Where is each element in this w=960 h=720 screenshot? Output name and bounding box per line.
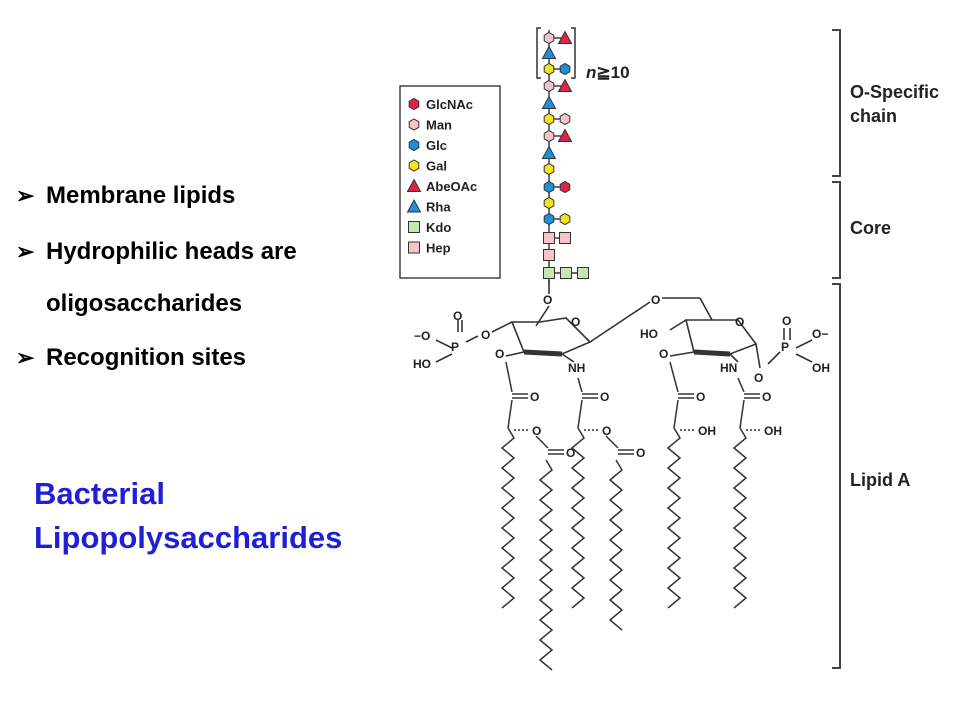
svg-text:NH: NH <box>568 361 585 375</box>
chemical-labels: −O P O HO O O O O NH O O HO O HN O P O O… <box>413 293 830 385</box>
gal-sugar-icon <box>543 62 555 76</box>
hep-sugar-icon <box>408 241 420 254</box>
abeoac-sugar-icon <box>557 30 573 44</box>
svg-text:HO: HO <box>640 327 658 341</box>
svg-text:O: O <box>782 314 791 328</box>
abeoac-sugar-icon <box>557 78 573 92</box>
svg-text:O: O <box>481 328 490 342</box>
svg-text:−O: −O <box>414 329 430 343</box>
abeoac-sugar-icon <box>557 128 573 142</box>
carbonyl-oxygen-label: O <box>636 446 645 460</box>
bullet-text: Membrane lipids <box>46 182 236 209</box>
glc-sugar-icon <box>559 62 571 76</box>
svg-text:P: P <box>781 340 789 354</box>
kdo-sugar-icon <box>543 267 555 279</box>
bullet-text: Recognition sites <box>46 344 247 371</box>
substituent-label: O <box>602 424 611 438</box>
gal-sugar-icon <box>543 162 555 176</box>
svg-text:O: O <box>659 347 668 361</box>
svg-text:P: P <box>451 340 459 354</box>
legend-label-glc: Glc <box>426 138 447 153</box>
bullet-arrow-icon: ➢ <box>16 345 35 370</box>
substituent-label: OH <box>698 424 716 438</box>
legend-label-abeoac: AbeOAc <box>426 179 477 194</box>
caption-line-1: Bacterial <box>34 476 165 511</box>
label-o-specific-chain: O-Specific <box>850 82 939 102</box>
repeat-unit-bracket: n≧10 <box>536 27 630 82</box>
gal-sugar-icon <box>559 212 571 226</box>
svg-text:O−: O− <box>812 327 828 341</box>
svg-text:O: O <box>735 315 744 329</box>
glc-sugar-icon <box>543 180 555 194</box>
glcnac-sugar-icon <box>559 180 571 194</box>
man-sugar-icon <box>543 79 555 93</box>
glc-sugar-icon <box>408 138 420 152</box>
bullet-text-continued: oligosaccharides <box>46 290 243 317</box>
kdo-sugar-icon <box>560 267 572 279</box>
gal-sugar-icon <box>408 159 420 172</box>
svg-text:OH: OH <box>812 361 830 375</box>
label-lipid-a: Lipid A <box>850 470 910 490</box>
abeoac-sugar-icon <box>406 178 422 192</box>
glc-sugar-icon <box>543 212 555 226</box>
rha-sugar-icon <box>406 198 422 213</box>
legend-label-gal: Gal <box>426 159 447 174</box>
svg-text:O: O <box>754 371 763 385</box>
legend-label-glcnac: GlcNAc <box>426 97 473 112</box>
legend-label-rha: Rha <box>426 200 451 215</box>
svg-text:HN: HN <box>720 361 737 375</box>
legend-label-man: Man <box>426 118 452 133</box>
bullet-text: Hydrophilic heads are <box>46 238 297 265</box>
man-sugar-icon <box>543 31 555 45</box>
bullet-membrane-lipids: ➢ Membrane lipids <box>16 178 396 214</box>
substituent-label: O <box>532 424 541 438</box>
carbonyl-oxygen-label: O <box>530 390 539 404</box>
man-sugar-icon <box>408 118 420 131</box>
bullet-arrow-icon: ➢ <box>16 239 35 264</box>
label-o-specific-chain-2: chain <box>850 106 897 126</box>
region-brackets <box>832 29 841 669</box>
lipid-a-structure <box>435 280 813 369</box>
bullet-recognition-sites: ➢ Recognition sites <box>16 340 396 376</box>
carbonyl-oxygen-label: O <box>600 390 609 404</box>
carbonyl-oxygen-label: O <box>762 390 771 404</box>
bullet-arrow-icon: ➢ <box>16 183 35 208</box>
legend-label-kdo: Kdo <box>426 220 451 235</box>
man-sugar-icon <box>559 112 571 126</box>
gal-sugar-icon <box>543 112 555 126</box>
legend-label-hep: Hep <box>426 241 451 256</box>
man-sugar-icon <box>543 129 555 143</box>
rha-sugar-icon <box>541 145 557 159</box>
hep-sugar-icon <box>543 232 555 244</box>
hep-sugar-icon <box>543 249 555 261</box>
label-core: Core <box>850 218 891 238</box>
svg-text:O: O <box>571 315 580 329</box>
svg-text:O: O <box>651 293 660 307</box>
hep-sugar-icon <box>559 232 571 244</box>
repeat-count-label: n≧10 <box>586 63 630 82</box>
carbonyl-oxygen-label: O <box>696 390 705 404</box>
svg-text:HO: HO <box>413 357 431 371</box>
bullet-hydrophilic-heads: ➢ Hydrophilic heads are oligosaccharides <box>16 234 396 322</box>
glcnac-sugar-icon <box>408 97 420 111</box>
svg-text:O: O <box>453 309 462 323</box>
svg-text:O: O <box>495 347 504 361</box>
bullet-list: ➢ Membrane lipids ➢ Hydrophilic heads ar… <box>16 178 396 396</box>
kdo-sugar-icon <box>408 221 420 233</box>
figure-caption: Bacterial Lipopolysaccharides <box>34 472 342 560</box>
kdo-sugar-icon <box>577 267 589 279</box>
rha-sugar-icon <box>541 45 557 59</box>
caption-line-2: Lipopolysaccharides <box>34 520 343 555</box>
carbonyl-oxygen-label: O <box>566 446 575 460</box>
rha-sugar-icon <box>541 95 557 109</box>
svg-text:O: O <box>543 293 552 307</box>
gal-sugar-icon <box>543 196 555 210</box>
oligosaccharide-chain <box>541 30 589 282</box>
substituent-label: OH <box>764 424 782 438</box>
